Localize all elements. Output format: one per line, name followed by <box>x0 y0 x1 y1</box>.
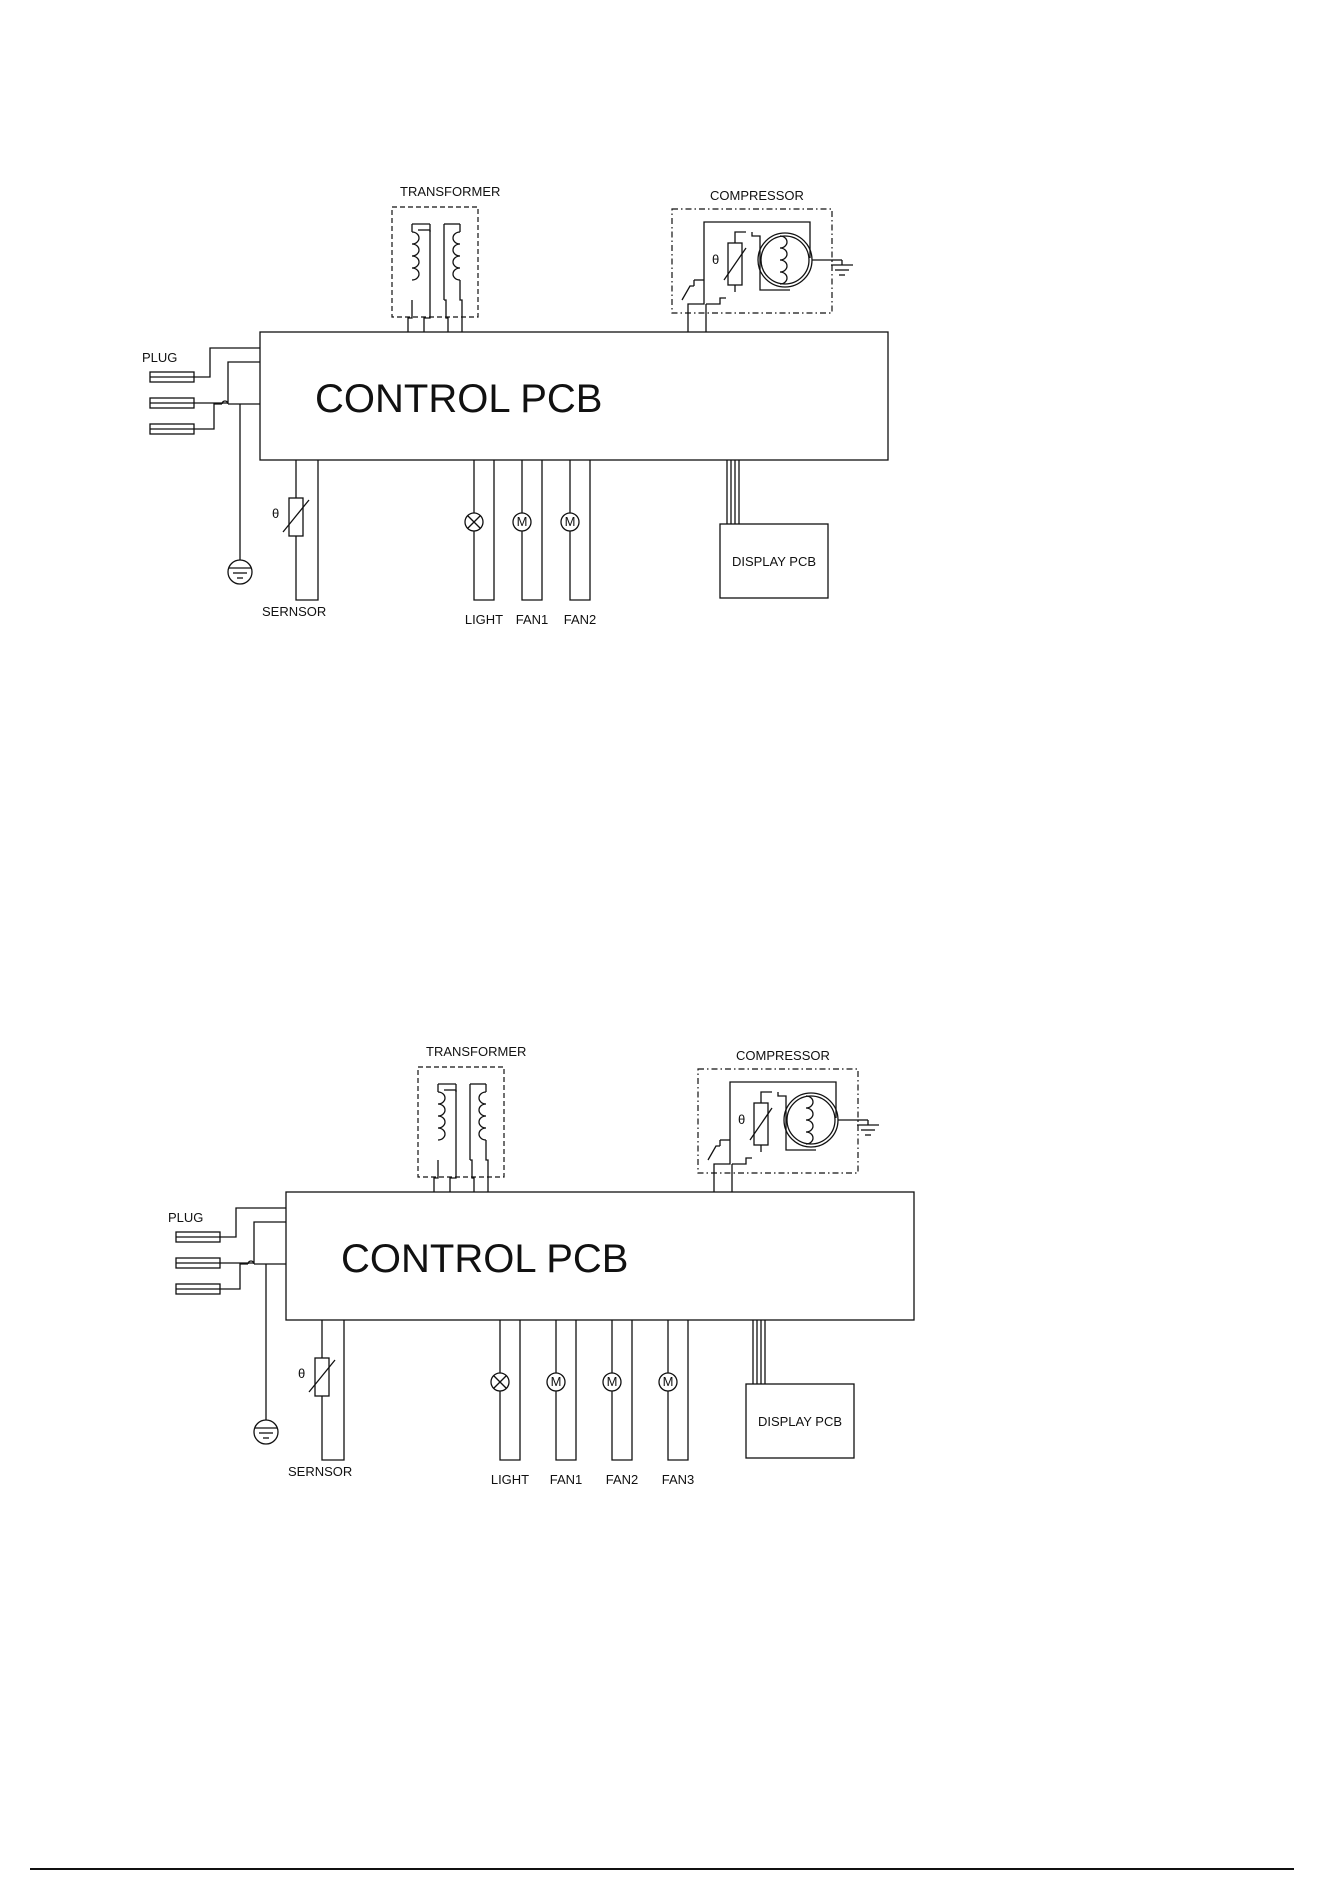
plug: PLUG <box>142 348 260 584</box>
compressor-wire <box>732 1158 752 1164</box>
load-label-fan3: FAN3 <box>662 1472 695 1487</box>
transformer-wire <box>434 1160 438 1192</box>
transformer-secondary-coil <box>479 1092 486 1140</box>
compressor-motor <box>784 1093 838 1147</box>
transformer-primary-coil <box>412 232 419 280</box>
load-fan1: M FAN1 <box>547 1320 582 1487</box>
transformer-enclosure <box>392 207 478 317</box>
load-label-light: LIGHT <box>491 1472 529 1487</box>
compressor: COMPRESSOR θ <box>672 188 853 332</box>
page-bottom-rule <box>30 1868 1294 1870</box>
transformer-wire <box>444 300 448 332</box>
control-pcb-label: CONTROL PCB <box>315 377 602 421</box>
ptc-theta: θ <box>712 252 719 267</box>
plug-wire-earth <box>194 404 222 429</box>
earth-ground-icon <box>229 568 251 578</box>
plug-label: PLUG <box>168 1210 203 1225</box>
sensor-label: SERNSOR <box>262 604 326 619</box>
transformer: TRANSFORMER <box>392 184 500 332</box>
compressor-motor <box>758 233 812 287</box>
display-pcb: DISPLAY PCB <box>720 460 828 598</box>
transformer-wire <box>486 1140 488 1192</box>
display-pcb-label: DISPLAY PCB <box>758 1414 842 1429</box>
transformer-wire <box>408 300 412 332</box>
motor-letter: M <box>565 514 576 529</box>
transformer-wire <box>450 1160 456 1192</box>
load-fan3: M FAN3 <box>659 1320 694 1487</box>
plug-wire-earth <box>220 1264 248 1289</box>
load-fan2: M FAN2 <box>603 1320 638 1487</box>
load-label-fan2: FAN2 <box>564 612 597 627</box>
transformer-label: TRANSFORMER <box>426 1044 526 1059</box>
transformer-wire <box>424 300 430 332</box>
earth-ground-circle <box>228 560 252 584</box>
load-light: LIGHT <box>465 460 503 627</box>
transformer-label: TRANSFORMER <box>400 184 500 199</box>
compressor: COMPRESSOR θ <box>698 1048 879 1192</box>
sensor-theta: θ <box>298 1366 305 1381</box>
motor-letter: M <box>663 1374 674 1389</box>
transformer-wire <box>470 1160 474 1192</box>
earth-ground-icon <box>255 1428 277 1438</box>
compressor-motor-ring <box>761 236 809 284</box>
load-fan1: M FAN1 <box>513 460 548 627</box>
transformer-enclosure <box>418 1067 504 1177</box>
plug-wire-neutral <box>220 1222 286 1263</box>
control-pcb-label: CONTROL PCB <box>341 1237 628 1281</box>
load-label-fan2: FAN2 <box>606 1472 639 1487</box>
display-pcb: DISPLAY PCB <box>746 1320 854 1458</box>
compressor-winding <box>806 1096 813 1144</box>
overload-protector <box>682 286 694 300</box>
earth-ground-circle <box>254 1420 278 1444</box>
compressor-label: COMPRESSOR <box>710 188 804 203</box>
transformer-secondary-coil <box>453 232 460 280</box>
load-fan2: M FAN2 <box>561 460 596 627</box>
control-pcb: CONTROL PCB <box>286 1192 914 1320</box>
compressor-wire <box>735 232 746 243</box>
compressor-wire <box>761 1092 772 1103</box>
display-pcb-label: DISPLAY PCB <box>732 554 816 569</box>
compressor-enclosure <box>698 1069 858 1173</box>
control-pcb: CONTROL PCB <box>260 332 888 460</box>
compressor-ground-icon <box>857 1125 879 1135</box>
plug: PLUG <box>168 1208 286 1444</box>
compressor-motor-ring <box>787 1096 835 1144</box>
plug-label: PLUG <box>142 350 177 365</box>
motor-letter: M <box>517 514 528 529</box>
motor-letter: M <box>551 1374 562 1389</box>
compressor-enclosure <box>672 209 832 313</box>
load-label-light: LIGHT <box>465 612 503 627</box>
motor-letter: M <box>607 1374 618 1389</box>
sensor-label: SERNSOR <box>288 1464 352 1479</box>
transformer-wire <box>460 280 462 332</box>
overload-protector <box>708 1146 720 1160</box>
load-label-fan1: FAN1 <box>516 612 549 627</box>
compressor-winding <box>780 236 787 284</box>
transformer-primary-coil <box>438 1092 445 1140</box>
plug-wire-neutral <box>194 362 260 403</box>
compressor-label: COMPRESSOR <box>736 1048 830 1063</box>
sensor-theta: θ <box>272 506 279 521</box>
compressor-wire <box>706 298 726 304</box>
ptc-theta: θ <box>738 1112 745 1127</box>
transformer: TRANSFORMER <box>418 1044 526 1192</box>
compressor-ground-icon <box>831 265 853 275</box>
load-light: LIGHT <box>491 1320 529 1487</box>
load-label-fan1: FAN1 <box>550 1472 583 1487</box>
